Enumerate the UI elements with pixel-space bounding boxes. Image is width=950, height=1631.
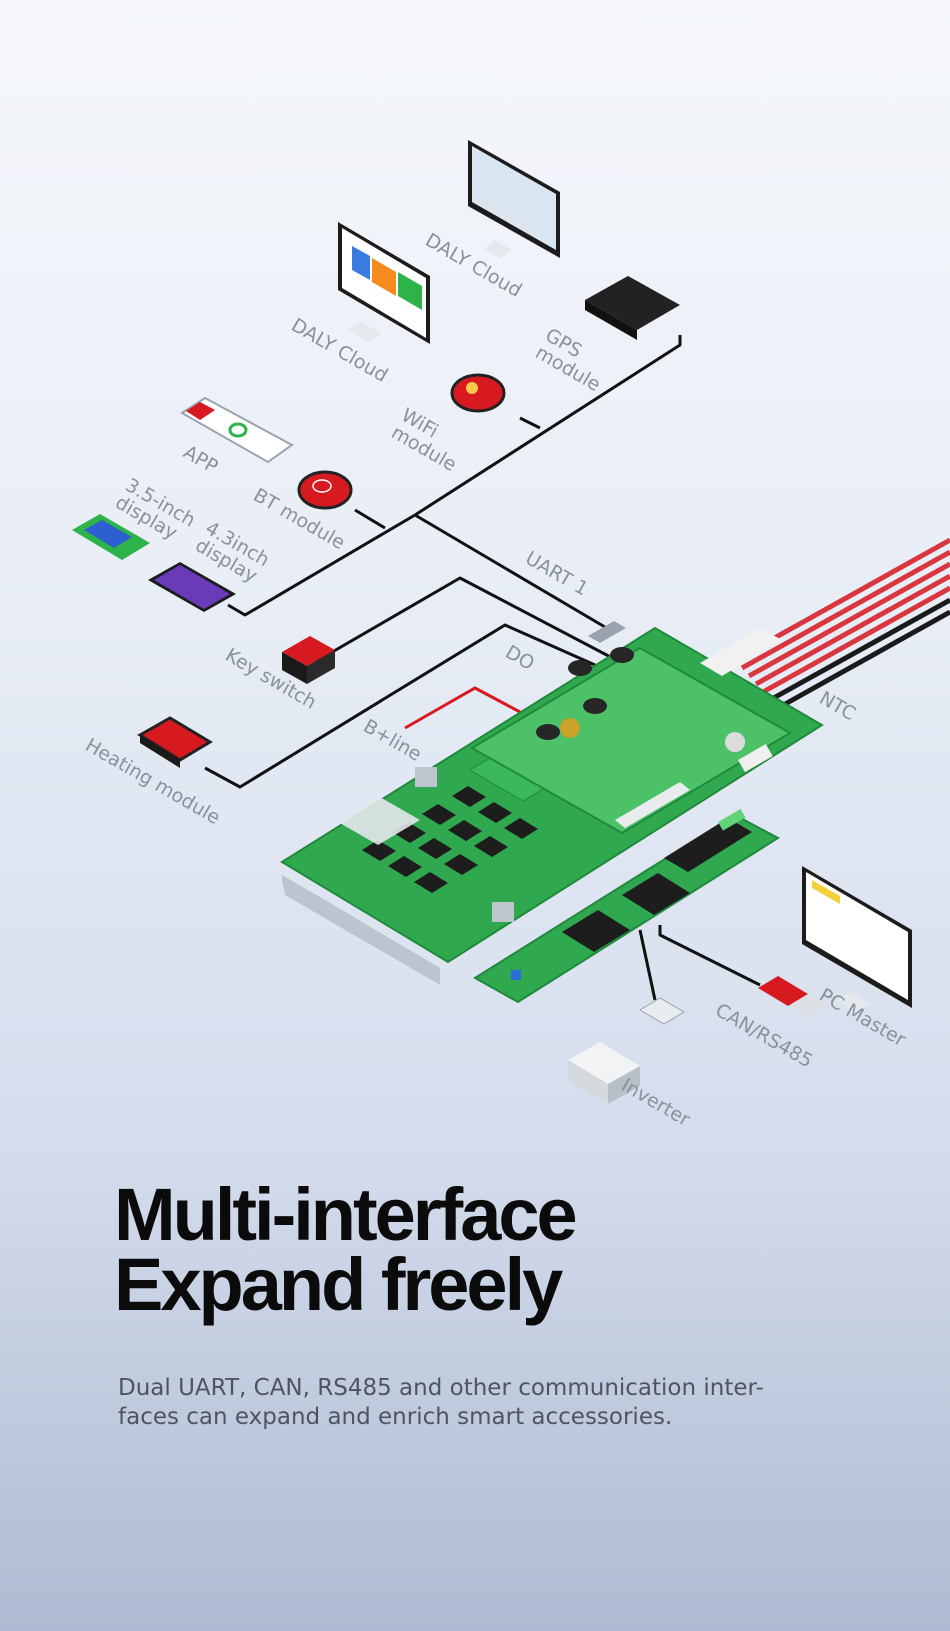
pc-master-monitor (802, 866, 912, 1012)
cable-gps-module (414, 335, 682, 517)
capacitors (536, 647, 634, 740)
description-line-1: Dual UART, CAN, RS485 and other communic… (118, 1375, 764, 1401)
app-phone-device (180, 396, 294, 464)
wifi-module-device (450, 373, 506, 413)
cable-wifi-module (519, 416, 541, 430)
headline-line-1: Multi-interface (114, 1173, 578, 1256)
rj45-connector (639, 997, 685, 1025)
description: Dual UART, CAN, RS485 and other communic… (118, 1374, 848, 1432)
cable-displays (227, 513, 416, 617)
cable-inverter (638, 929, 657, 1001)
ntc-ribbon-cables (733, 537, 950, 711)
cable-bt-module (354, 508, 386, 530)
cable-uart1-trunk (414, 513, 611, 632)
headline-line-2: Expand freely (114, 1243, 563, 1326)
display-43-inch-device (148, 562, 236, 612)
display-35-inch-device (72, 514, 150, 560)
heating-module-device (137, 716, 213, 768)
connection-cables (204, 335, 761, 1001)
bms-main-board (280, 621, 824, 985)
interface-board (473, 809, 780, 1004)
cable-can-rs485 (658, 925, 761, 987)
b-line-red-wire (404, 686, 521, 730)
headline: Multi-interface Expand freely (114, 1173, 578, 1326)
description-line-2: faces can expand and enrich smart access… (118, 1404, 673, 1430)
daly-cloud-monitor-map (468, 140, 560, 258)
buzzer (560, 718, 580, 738)
cable-heating-module (204, 623, 596, 789)
mosfet-array (362, 786, 538, 893)
bt-module-device (297, 470, 353, 510)
daly-cloud-monitor-dashboard (338, 222, 430, 344)
cable-key-switch (314, 576, 621, 664)
can-rs485-usb-adapter (758, 976, 828, 1018)
inverter-device (568, 1042, 640, 1104)
key-switch-device (282, 636, 335, 684)
gps-module-device (585, 276, 680, 340)
